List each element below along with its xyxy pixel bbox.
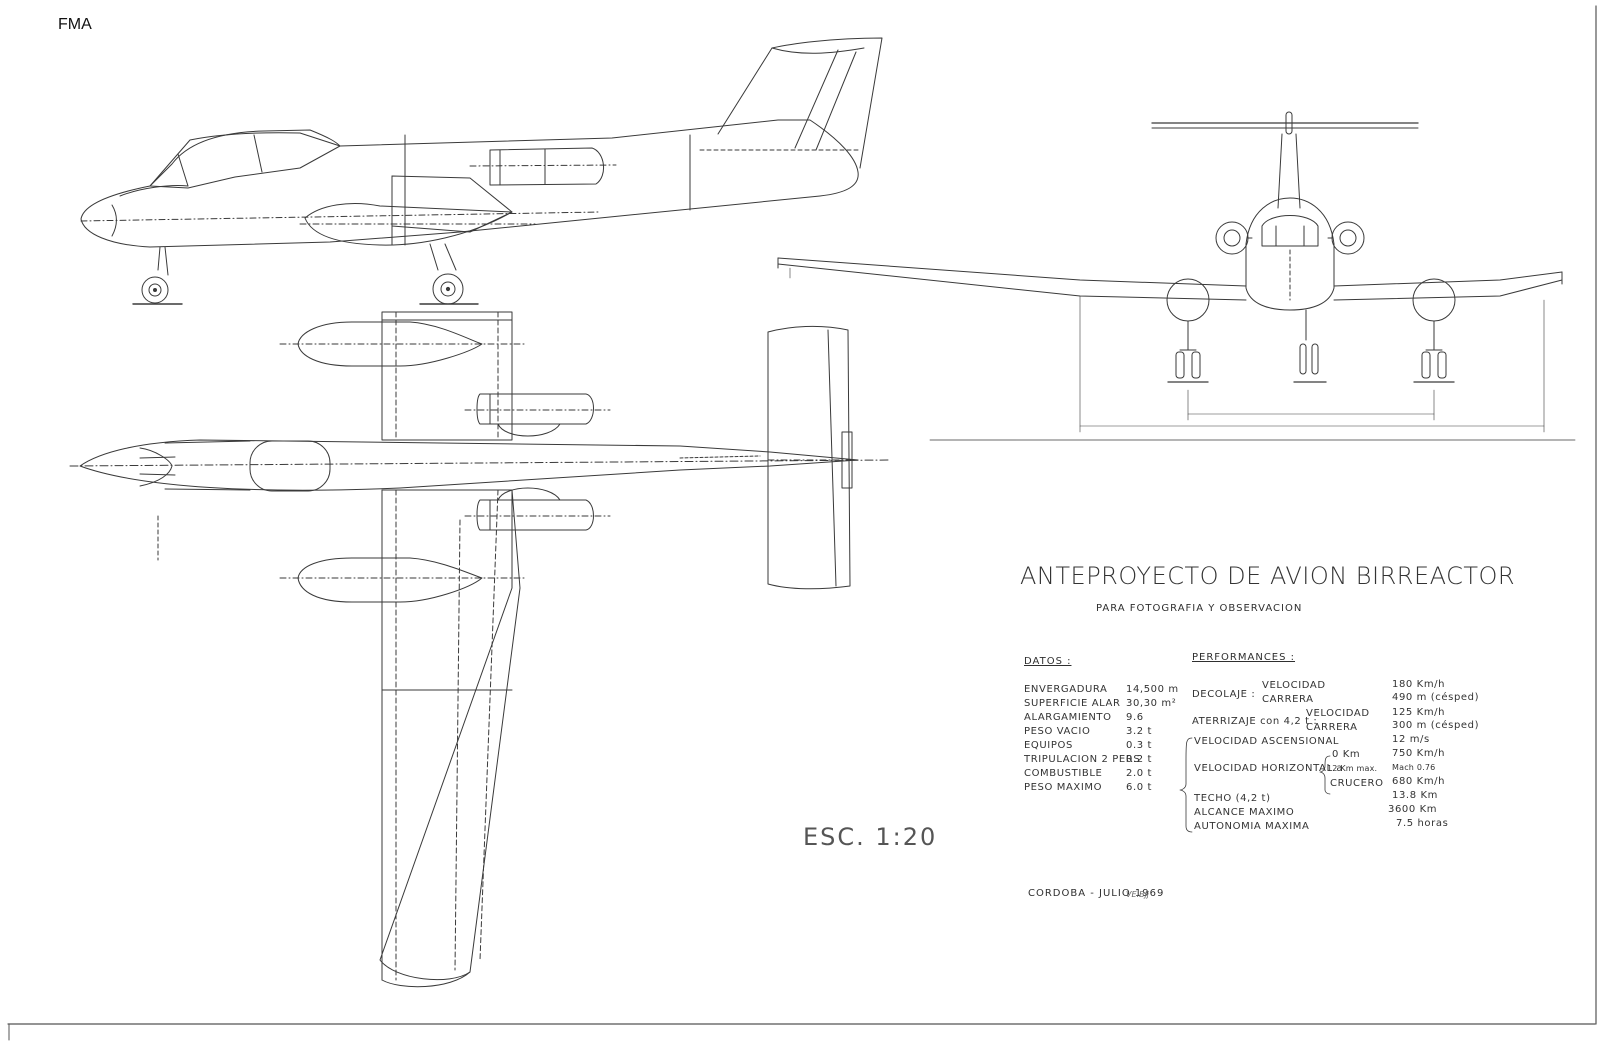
- perf-label: ALCANCE MAXIMO: [1194, 807, 1295, 818]
- perf-value: 125 Km/h: [1392, 707, 1446, 718]
- perf-value: 490 m (césped): [1392, 692, 1480, 703]
- datos-label: SUPERFICIE ALAR: [1024, 698, 1121, 709]
- datos-label: PESO VACIO: [1024, 726, 1091, 737]
- performances-heading: PERFORMANCES :: [1192, 652, 1296, 663]
- perf-label: DECOLAJE :: [1192, 689, 1256, 700]
- perf-value: 680 Km/h: [1392, 776, 1446, 787]
- datos-label: ENVERGADURA: [1024, 684, 1108, 695]
- datos-label: PESO MAXIMO: [1024, 782, 1103, 793]
- spec-brackets: [1180, 738, 1330, 832]
- perf-value: 750 Km/h: [1392, 748, 1446, 759]
- scale-label: ESC. 1:20: [803, 823, 938, 851]
- perf-label: VELOCIDAD ASCENSIONAL: [1194, 736, 1340, 747]
- datos-label: ALARGAMIENTO: [1024, 712, 1112, 723]
- drawing-subtitle: PARA FOTOGRAFIA Y OBSERVACION: [1096, 603, 1303, 614]
- perf-value: Mach 0.76: [1392, 763, 1436, 772]
- datos-value: 9.6: [1126, 712, 1144, 723]
- datos-value: 30,30 m²: [1126, 698, 1177, 709]
- perf-label: VELOCIDAD HORIZONTAL a: [1194, 763, 1344, 774]
- datos-value: 0.2 t: [1126, 754, 1153, 765]
- datos-value: 3.2 t: [1126, 726, 1153, 737]
- perf-label: TECHO (4,2 t): [1194, 793, 1271, 804]
- perf-sublabel: CRUCERO: [1330, 778, 1384, 789]
- perf-sublabel: 12 Km max.: [1327, 764, 1378, 773]
- perf-value: 12 m/s: [1392, 734, 1430, 745]
- signature: VE.Bjj: [1126, 890, 1150, 899]
- perf-sublabel: CARRERA: [1306, 722, 1358, 733]
- datos-value: 14,500 m: [1126, 684, 1179, 695]
- perf-sublabel: CARRERA: [1262, 694, 1314, 705]
- manufacturer-label: FMA: [58, 16, 92, 33]
- perf-value: 13.8 Km: [1392, 790, 1438, 801]
- datos-label: COMBUSTIBLE: [1024, 768, 1103, 779]
- perf-value: 180 Km/h: [1392, 679, 1446, 690]
- perf-label: AUTONOMIA MAXIMA: [1194, 821, 1310, 832]
- perf-sublabel: 0 Km: [1332, 749, 1361, 760]
- drawing-title: ANTEPROYECTO DE AVION BIRREACTOR: [1020, 562, 1516, 590]
- datos-value: 2.0 t: [1126, 768, 1153, 779]
- datos-heading: DATOS :: [1024, 656, 1072, 667]
- perf-label: ATERRIZAJE con 4,2 t :: [1192, 716, 1318, 727]
- datos-label: TRIPULACION 2 PERS: [1024, 754, 1141, 765]
- datos-value: 6.0 t: [1126, 782, 1153, 793]
- side-view: [81, 38, 882, 304]
- datos-value: 0.3 t: [1126, 740, 1153, 751]
- perf-sublabel: VELOCIDAD: [1262, 680, 1326, 691]
- perf-value: 300 m (césped): [1392, 720, 1480, 731]
- top-view: [70, 312, 890, 987]
- place-date: CORDOBA - JULIO 1969: [1028, 888, 1165, 899]
- perf-value: 3600 Km: [1388, 804, 1438, 815]
- perf-sublabel: VELOCIDAD: [1306, 708, 1370, 719]
- datos-label: EQUIPOS: [1024, 740, 1073, 751]
- perf-value: 7.5 horas: [1396, 818, 1449, 829]
- front-view: [778, 112, 1575, 440]
